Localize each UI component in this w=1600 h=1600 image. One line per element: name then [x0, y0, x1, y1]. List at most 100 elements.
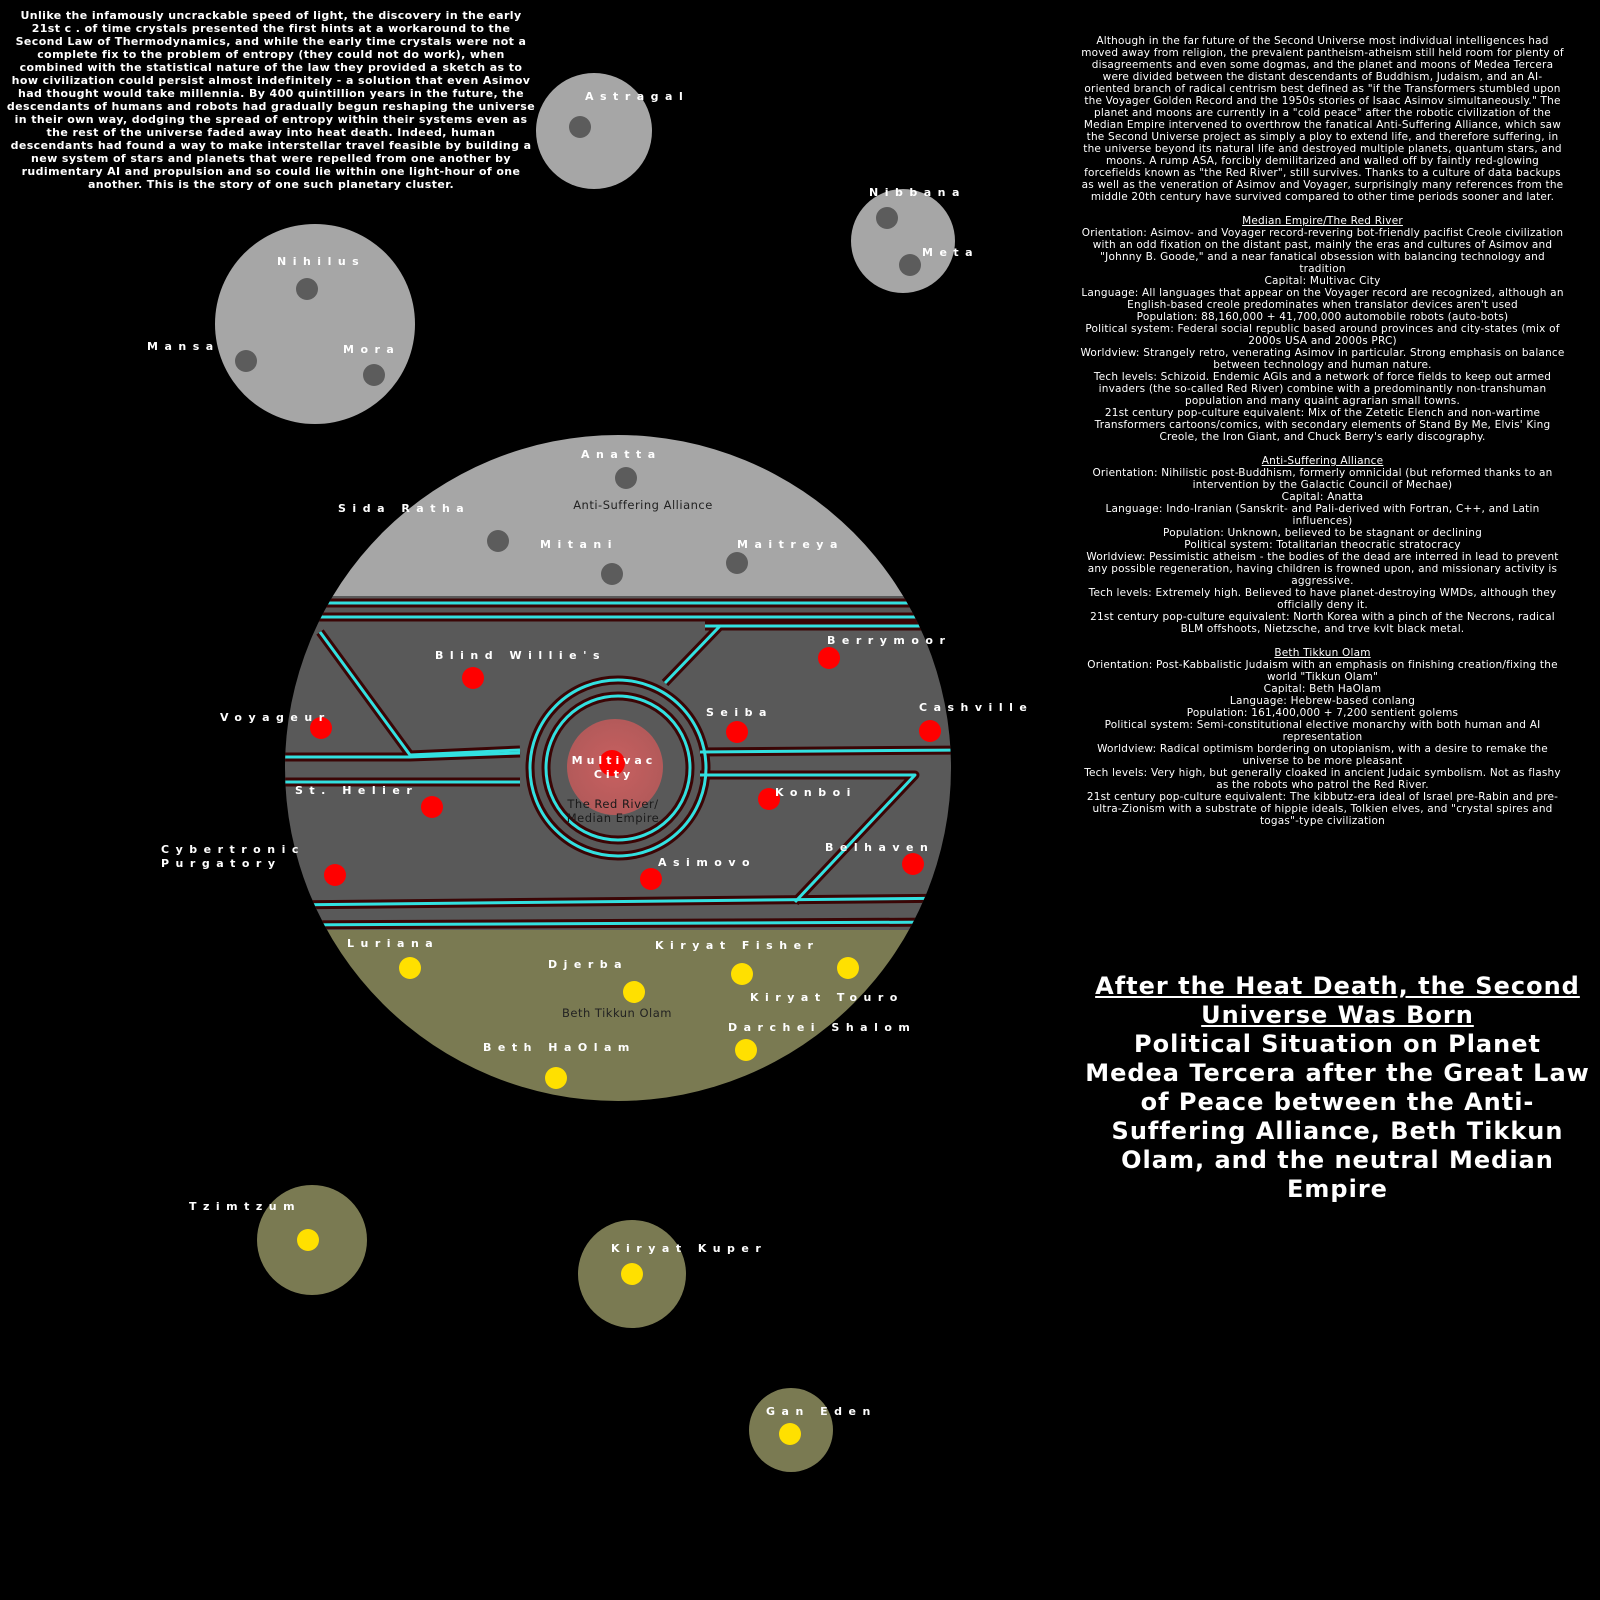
- region-median: [285, 596, 951, 930]
- lore-intro: Although in the far future of the Second…: [1081, 35, 1564, 203]
- label-nibbana: Nibbana: [869, 186, 966, 199]
- region-label-asa: Anti-Suffering Alliance: [573, 498, 713, 512]
- faction-line: Tech levels: Schizoid. Endemic AGIs and …: [1093, 371, 1552, 407]
- map-title: After the Heat Death, the Second Univers…: [1095, 972, 1580, 1029]
- capital-dot: [599, 750, 625, 776]
- city-dot: [818, 647, 840, 669]
- label-line: City: [594, 768, 634, 781]
- planet-medea-tercera: [285, 435, 951, 1101]
- city-dot: [421, 796, 443, 818]
- label-voyageur: Voyageur: [220, 711, 331, 724]
- capital-glow: [567, 719, 663, 815]
- city-dot: [902, 853, 924, 875]
- label-anatta: Anatta: [581, 448, 662, 461]
- label-luriana: Luriana: [347, 937, 439, 950]
- label-kiryat-touro: Kiryat Touro: [750, 991, 904, 1004]
- moon-gan-eden: [749, 1388, 833, 1472]
- faction-line: Language: All languages that appear on t…: [1081, 287, 1564, 311]
- city-dot: [731, 963, 753, 985]
- label-line: Multivac: [572, 754, 657, 767]
- city-dot: [296, 278, 318, 300]
- faction-line: Language: Hebrew-based conlang: [1229, 695, 1416, 707]
- label-maitreya: Maitreya: [737, 538, 844, 551]
- city-dot: [726, 552, 748, 574]
- moon-astragal: [536, 73, 652, 189]
- city-dot: [324, 864, 346, 886]
- moon-tzimtzum: [257, 1185, 367, 1295]
- city-dot: [837, 957, 859, 979]
- label-seiba: Seiba: [706, 706, 773, 719]
- faction-title: Beth Tikkun Olam: [1274, 647, 1371, 659]
- faction-beth: Beth Tikkun Olam Orientation: Post-Kabba…: [1080, 647, 1565, 827]
- intro-text: Unlike the infamously uncrackable speed …: [6, 9, 536, 191]
- faction-line: Language: Indo-Iranian (Sanskrit- and Pa…: [1105, 503, 1540, 527]
- label-meta: Meta: [922, 246, 979, 259]
- label-mitani: Mitani: [540, 538, 618, 551]
- label-mansa: Mansa: [147, 340, 220, 353]
- label-belhaven: Belhaven: [825, 841, 934, 854]
- faction-line: 21st century pop-culture equivalent: The…: [1086, 791, 1559, 827]
- faction-line: Worldview: Pessimistic atheism - the bod…: [1086, 551, 1559, 587]
- city-dot: [601, 563, 623, 585]
- label-nihilus: Nihilus: [277, 255, 365, 268]
- city-dot: [623, 981, 645, 1003]
- city-dot: [899, 254, 921, 276]
- red-river: [285, 598, 951, 930]
- faction-title: Anti-Suffering Alliance: [1261, 455, 1384, 467]
- label-tzimtzum: Tzimtzum: [189, 1200, 301, 1213]
- faction-median: Median Empire/The Red River Orientation:…: [1080, 215, 1565, 443]
- faction-line: Capital: Multivac City: [1264, 275, 1381, 287]
- faction-line: Population: 161,400,000 + 7,200 sentient…: [1186, 707, 1459, 719]
- faction-line: Political system: Totalitarian theocrati…: [1184, 539, 1461, 551]
- faction-line: Tech levels: Very high, but generally cl…: [1084, 767, 1561, 791]
- city-dot: [621, 1263, 643, 1285]
- moon-nihilus: [215, 224, 415, 424]
- label-line: Purgatory: [161, 857, 282, 870]
- label-berrymoor: Berrymoor: [827, 634, 951, 647]
- faction-line: 21st century pop-culture equivalent: Nor…: [1090, 611, 1555, 635]
- median-cities: [310, 647, 941, 890]
- city-dot: [758, 788, 780, 810]
- city-dot: [615, 467, 637, 489]
- title-block: After the Heat Death, the Second Univers…: [1085, 972, 1590, 1204]
- faction-line: Political system: Semi-constitutional el…: [1104, 719, 1541, 743]
- faction-line: Orientation: Nihilistic post-Buddhism, f…: [1092, 467, 1553, 491]
- label-sida-ratha: Sida Ratha: [338, 502, 470, 515]
- region-labels: Anti-Suffering Alliance The Red River/Me…: [562, 498, 713, 1020]
- city-dot: [310, 717, 332, 739]
- faction-line: Orientation: Asimov- and Voyager record-…: [1081, 227, 1564, 275]
- label-line: Cybertronic: [161, 843, 305, 856]
- city-dot: [235, 350, 257, 372]
- label-konboi: Konboi: [775, 786, 857, 799]
- region-label-beth: Beth Tikkun Olam: [562, 1006, 672, 1020]
- faction-title: Median Empire/The Red River: [1242, 215, 1403, 227]
- label-mora: Mora: [343, 343, 400, 356]
- moon-kiryat-kuper: [578, 1220, 686, 1328]
- label-line: Median Empire: [567, 811, 660, 825]
- faction-line: Tech levels: Extremely high. Believed to…: [1088, 587, 1557, 611]
- faction-line: Political system: Federal social republi…: [1085, 323, 1560, 347]
- label-kiryat-fisher: Kiryat Fisher: [655, 939, 819, 952]
- region-label-median: The Red River/Median Empire: [566, 797, 659, 825]
- faction-line: Orientation: Post-Kabbalistic Judaism wi…: [1087, 659, 1558, 683]
- faction-line: Worldview: Strangely retro, venerating A…: [1080, 347, 1565, 371]
- region-beth: [285, 930, 951, 1101]
- city-dot: [779, 1423, 801, 1445]
- beth-cities: [399, 957, 859, 1089]
- label-asimovo: Asimovo: [658, 856, 756, 869]
- region-asa: [285, 435, 951, 596]
- faction-line: Capital: Anatta: [1281, 491, 1364, 503]
- label-cashville: Cashville: [919, 701, 1033, 714]
- asa-cities: [487, 467, 748, 585]
- city-dot: [876, 207, 898, 229]
- city-dot: [363, 364, 385, 386]
- label-blind-willies: Blind Willie's: [435, 649, 606, 662]
- faction-line: Population: 88,160,000 + 41,700,000 auto…: [1136, 311, 1509, 323]
- city-dot: [399, 957, 421, 979]
- city-dot: [735, 1039, 757, 1061]
- label-djerba: Djerba: [548, 958, 628, 971]
- faction-asa: Anti-Suffering Alliance Orientation: Nih…: [1080, 455, 1565, 635]
- moon-nibbana: [851, 189, 955, 293]
